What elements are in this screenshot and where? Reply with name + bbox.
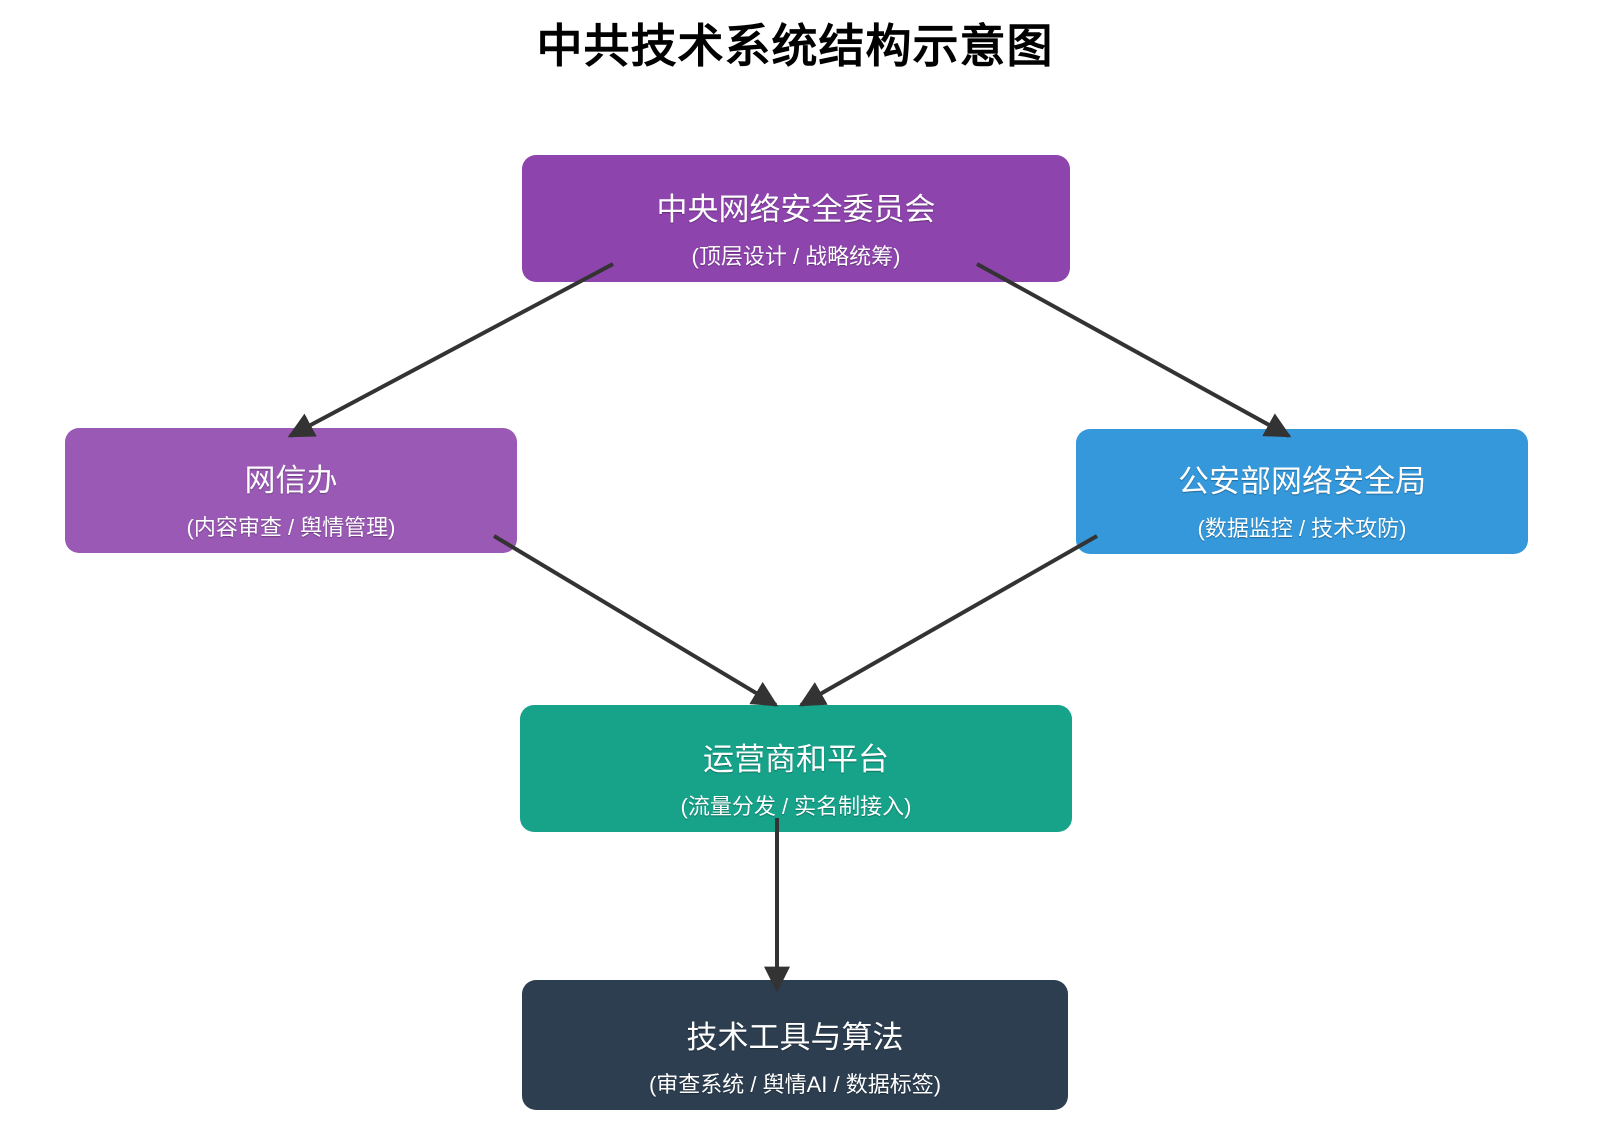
node-operators-platforms: 运营商和平台 (流量分发 / 实名制接入)	[520, 705, 1072, 832]
edge-cac-to-platform	[492, 534, 779, 707]
node-cyberspace-administration: 网信办 (内容审查 / 舆情管理)	[65, 428, 517, 553]
node-sublabel: (流量分发 / 实名制接入)	[680, 793, 912, 819]
node-sublabel: (审查系统 / 舆情AI / 数据标签)	[648, 1071, 942, 1097]
edge-central-to-mps	[976, 262, 1292, 438]
node-label: 中央网络安全委员会	[656, 191, 936, 227]
node-sublabel: (数据监控 / 技术攻防)	[1197, 515, 1407, 541]
node-central-cyber-committee: 中央网络安全委员会 (顶层设计 / 战略统筹)	[522, 155, 1070, 282]
page-title: 中共技术系统结构示意图	[536, 20, 1054, 72]
node-label: 网信办	[244, 462, 338, 498]
edge-central-to-cac	[287, 262, 614, 438]
edge-mps-to-platform	[798, 534, 1098, 707]
node-sublabel: (顶层设计 / 战略统筹)	[691, 243, 901, 269]
node-label: 技术工具与算法	[686, 1019, 904, 1055]
node-label: 公安部网络安全局	[1178, 463, 1426, 499]
node-public-security-cyber-bureau: 公安部网络安全局 (数据监控 / 技术攻防)	[1076, 429, 1528, 554]
node-sublabel: (内容审查 / 舆情管理)	[186, 514, 396, 540]
node-label: 运营商和平台	[703, 741, 889, 777]
node-technical-tools-algorithms: 技术工具与算法 (审查系统 / 舆情AI / 数据标签)	[522, 980, 1068, 1110]
